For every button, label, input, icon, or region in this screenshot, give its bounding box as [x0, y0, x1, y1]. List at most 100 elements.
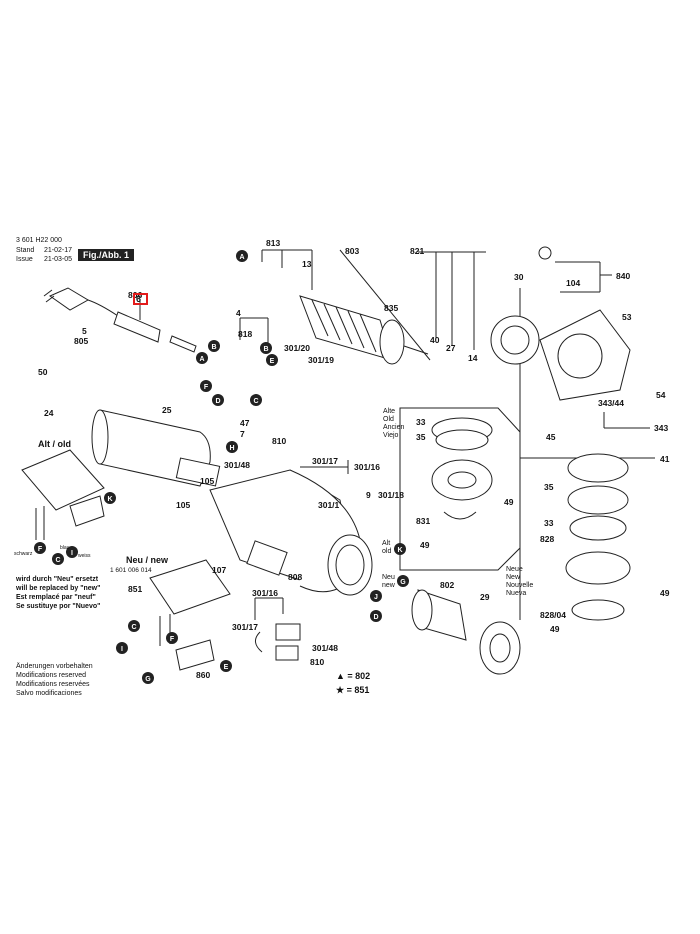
- viejo-label: Viejo: [383, 432, 399, 439]
- svg-text:1 601 006 014: 1 601 006 014: [110, 567, 152, 574]
- svg-text:806: 806: [128, 290, 142, 300]
- switch-body-drawing: [209, 469, 373, 596]
- stand-label: Stand: [16, 247, 35, 254]
- stand-date: 21-02-17: [44, 247, 73, 254]
- svg-text:27: 27: [446, 343, 456, 353]
- svg-text:810: 810: [310, 657, 324, 667]
- svg-text:14: 14: [468, 353, 478, 363]
- svg-text:810: 810: [272, 436, 286, 446]
- modifications-es: Salvo modificaciones: [16, 690, 82, 697]
- svg-text:49: 49: [660, 588, 670, 598]
- issue-label: Issue: [16, 256, 33, 263]
- svg-text:G: G: [145, 676, 151, 683]
- svg-text:802: 802: [440, 580, 454, 590]
- svg-text:860: 860: [196, 670, 210, 680]
- svg-text:54: 54: [656, 390, 666, 400]
- connector-f-new: F: [166, 632, 178, 644]
- neu-new-label: Neu / new: [126, 555, 169, 565]
- stator-drawing: [411, 589, 521, 675]
- wire-label-blau: blau: [60, 545, 70, 551]
- figure-label: Fig./Abb. 1: [78, 249, 134, 261]
- old-small-label: old: [382, 548, 392, 555]
- svg-text:33: 33: [416, 417, 426, 427]
- svg-text:J: J: [374, 594, 378, 601]
- svg-text:821: 821: [410, 246, 424, 256]
- doc-number: 3 601 H22 000: [16, 237, 62, 244]
- svg-text:49: 49: [504, 497, 514, 507]
- svg-text:H: H: [229, 445, 234, 452]
- svg-text:35: 35: [416, 432, 426, 442]
- connector-k2: K: [394, 543, 406, 555]
- connector-c-new: C: [128, 620, 140, 632]
- svg-text:818: 818: [238, 329, 252, 339]
- svg-text:851: 851: [128, 584, 142, 594]
- connector-d: D: [212, 394, 224, 406]
- nueva-label: Nueva: [506, 590, 527, 597]
- modifications-en: Modifications reserved: [16, 672, 87, 679]
- svg-text:K: K: [107, 496, 112, 503]
- svg-text:301/17: 301/17: [312, 456, 338, 466]
- connector-g-new: G: [142, 672, 154, 684]
- svg-text:13: 13: [302, 259, 312, 269]
- svg-text:F: F: [38, 546, 43, 553]
- svg-text:105: 105: [176, 500, 190, 510]
- svg-text:D: D: [373, 614, 378, 621]
- svg-text:808: 808: [288, 572, 302, 582]
- connector-f-old: F: [34, 542, 46, 554]
- motor-housing-drawing: [91, 409, 221, 487]
- svg-text:343: 343: [654, 423, 668, 433]
- svg-text:301/16: 301/16: [252, 588, 278, 598]
- connector-a: A: [196, 352, 208, 364]
- connector-c: C: [250, 394, 262, 406]
- neu-small-label: Neu: [382, 574, 395, 581]
- highlighted-part-number: 6: [136, 294, 142, 304]
- legend-star: ★ = 851: [336, 685, 370, 695]
- connector-j: J: [370, 590, 382, 602]
- svg-text:24: 24: [44, 408, 54, 418]
- nouvelle-label: Nouvelle: [506, 582, 534, 589]
- svg-text:33: 33: [544, 518, 554, 528]
- svg-text:50: 50: [38, 367, 48, 377]
- svg-text:5: 5: [82, 326, 87, 336]
- old-label: Old: [383, 416, 394, 423]
- armature-drawing: [299, 295, 429, 365]
- alt-small-label: Alt: [382, 540, 391, 547]
- svg-text:107: 107: [212, 565, 226, 575]
- new-small-label: new: [382, 582, 395, 589]
- modifications-de: Änderungen vorbehalten: [16, 663, 93, 670]
- legend-triangle: ▲ = 802: [336, 671, 371, 681]
- svg-text:301/20: 301/20: [284, 343, 310, 353]
- connector-b2: B: [260, 342, 272, 354]
- svg-text:828: 828: [540, 534, 554, 544]
- svg-text:25: 25: [162, 405, 172, 415]
- svg-text:9: 9: [366, 490, 371, 500]
- neue-label: Neue: [506, 566, 523, 573]
- svg-text:301/48: 301/48: [312, 643, 338, 653]
- svg-text:E: E: [270, 358, 275, 365]
- svg-text:35: 35: [544, 482, 554, 492]
- connector-a-top: A: [236, 250, 248, 262]
- connector-e-new: E: [220, 660, 232, 672]
- svg-text:301/18: 301/18: [378, 490, 404, 500]
- svg-text:301/16: 301/16: [354, 462, 380, 472]
- svg-text:49: 49: [550, 624, 560, 634]
- svg-text:105: 105: [200, 476, 214, 486]
- replaced-note-fr: Est remplacé par "neuf": [16, 594, 96, 601]
- connector-letters: A A B B E F D C H K F C I K G J D C F I …: [34, 250, 409, 684]
- svg-text:47: 47: [240, 418, 250, 428]
- svg-text:104: 104: [566, 278, 580, 288]
- replaced-note-es: Se sustituye por "Nuevo": [16, 603, 101, 610]
- part-number-labels: 813 803 821 30 840 104 806 5 805 835 53 …: [38, 238, 670, 680]
- svg-text:C: C: [131, 624, 136, 631]
- svg-text:D: D: [215, 398, 220, 405]
- svg-text:I: I: [71, 550, 73, 557]
- connector-i-new: I: [116, 642, 128, 654]
- connector-d2: D: [370, 610, 382, 622]
- svg-text:803: 803: [345, 246, 359, 256]
- wire-label-weiss: weiss: [78, 553, 91, 559]
- svg-text:4: 4: [236, 308, 241, 318]
- svg-text:831: 831: [416, 516, 430, 526]
- wire-label-schwarz: schwarz: [14, 551, 33, 557]
